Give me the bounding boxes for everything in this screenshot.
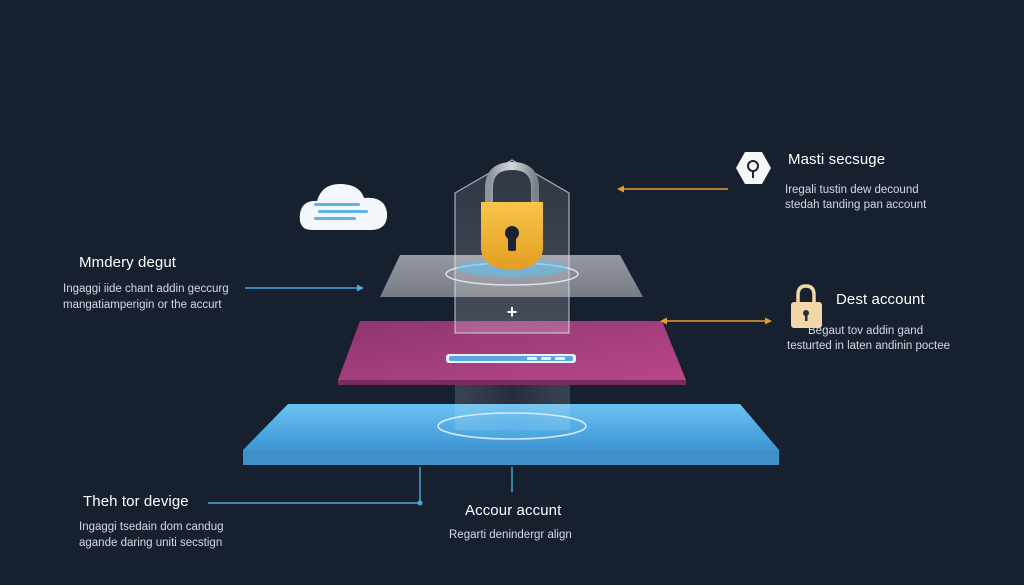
padlock-icon (481, 161, 543, 270)
connector-left-bottom (208, 467, 423, 506)
label-left-bottom-title: Theh tor devige (83, 493, 189, 510)
label-left-top-line2: mangatiamperigin or the accurt (63, 299, 222, 311)
plus-icon: + (507, 302, 518, 322)
label-right-mid-line1: Begaut tov addin gand (808, 325, 924, 337)
label-left-bottom-line2: agande daring uniti secstign (79, 537, 223, 549)
label-center-bottom-title: Accour accunt (465, 502, 562, 519)
connector-right-mid (660, 317, 772, 325)
label-right-top-title: Masti secsuge (788, 151, 886, 168)
label-left-bottom-line1: Ingaggi tsedain dom candug (79, 521, 224, 533)
label-left-top-title: Mmdery degut (79, 254, 177, 271)
label-right-top-line2: stedah tanding pan account (785, 199, 927, 211)
padlock-icon-small (791, 284, 822, 328)
account-access-layer (338, 321, 686, 385)
key-icon (736, 152, 771, 184)
label-right-top-line1: Iregali tustin dew decound (785, 184, 919, 196)
connector-right-top (617, 185, 728, 193)
label-center-bottom-line1: Regarti denindergr align (449, 529, 572, 541)
label-left-top-line1: Ingaggi iide chant addin geccurg (63, 283, 229, 295)
label-right-mid-line2: testurted in laten andinin poctee (787, 340, 951, 352)
connector-left-top (245, 284, 364, 292)
label-right-mid-title: Dest account (836, 291, 925, 308)
cloud-icon (299, 183, 388, 230)
